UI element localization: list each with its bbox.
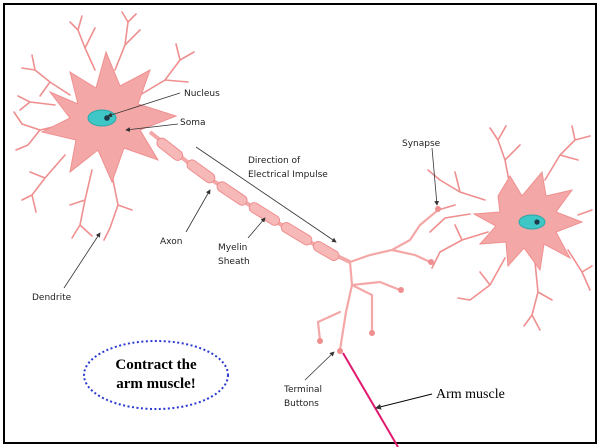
label-terminal-line1: Terminal	[283, 385, 322, 395]
label-dendrite: Dendrite	[32, 293, 72, 303]
label-terminal-line2: Buttons	[284, 399, 319, 409]
label-direction-line2: Electrical Impulse	[248, 170, 328, 180]
label-nucleus: Nucleus	[184, 89, 220, 99]
left-nucleus	[88, 110, 116, 126]
bubble-text-line1: Contract the	[115, 357, 197, 373]
bubble-text-line2: arm muscle!	[116, 376, 196, 392]
thought-bubble	[84, 341, 228, 409]
label-myelin-line2: Sheath	[218, 257, 250, 267]
label-direction-line1: Direction of	[248, 156, 301, 166]
label-myelin-line1: Myelin	[218, 243, 247, 253]
label-synapse: Synapse	[402, 139, 441, 149]
right-nucleolus	[534, 219, 539, 224]
label-soma: Soma	[180, 118, 206, 128]
right-nucleus	[519, 215, 545, 229]
label-axon: Axon	[160, 237, 182, 247]
arm-muscle-label: Arm muscle	[436, 387, 505, 402]
